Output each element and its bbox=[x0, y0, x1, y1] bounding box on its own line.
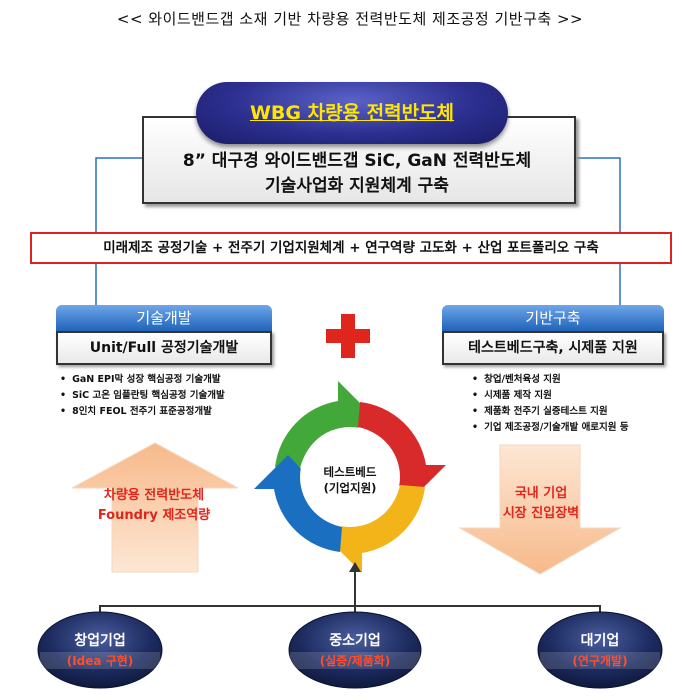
node-sme-name: 중소기업 bbox=[329, 633, 381, 649]
node-large-sub: (연구개발) bbox=[540, 652, 660, 669]
bullet-item: 창업/벤처육성 지원 bbox=[472, 372, 629, 388]
tab-tech-dev: 기술개발 bbox=[56, 305, 272, 331]
bullet-item: SiC 고온 임플란팅 핵심공정 기술개발 bbox=[60, 388, 225, 404]
node-large-name: 대기업 bbox=[580, 633, 620, 649]
up-arrow-line-1: 차량용 전력반도체 bbox=[103, 488, 205, 503]
node-ellipse-3 bbox=[537, 611, 663, 689]
page-title: << 와이드밴드갭 소재 기반 차량용 전력반도체 제조공정 기반구축 >> bbox=[116, 10, 584, 28]
down-arrow-line-1: 국내 기업 bbox=[514, 486, 568, 501]
cycle-icon bbox=[254, 381, 446, 573]
cycle-label-1: 테스트베드 bbox=[323, 465, 377, 479]
node-startup-sub: (Idea 구현) bbox=[40, 652, 160, 669]
node-ellipse-1 bbox=[37, 611, 163, 689]
node-ellipse-2 bbox=[288, 611, 422, 689]
up-arrow-label: 차량용 전력반도체 Foundry 제조역량 bbox=[80, 486, 228, 526]
node-startup-name: 창업기업 bbox=[74, 633, 126, 649]
down-arrow-label: 국내 기업 시장 진입장벽 bbox=[478, 484, 604, 524]
bullet-item: 기업 제조공정/기술개발 애로지원 등 bbox=[472, 420, 629, 436]
down-arrow-line-2: 시장 진입장벽 bbox=[502, 506, 580, 521]
bullet-list-left: GaN EPI막 성장 핵심공정 기술개발 SiC 고온 임플란팅 핵심공정 기… bbox=[60, 372, 225, 420]
subtitle-infra: 테스트베드구축, 시제품 지원 bbox=[442, 331, 664, 365]
down-arrow-icon bbox=[458, 444, 622, 575]
bullet-item: 8인치 FEOL 전주기 표준공정개발 bbox=[60, 404, 225, 420]
up-arrow-icon bbox=[71, 442, 239, 573]
cycle-label-2: (기업지원) bbox=[323, 481, 377, 495]
node-sme-sub: (실증/제품화) bbox=[290, 652, 420, 669]
bullet-item: GaN EPI막 성장 핵심공정 기술개발 bbox=[60, 372, 225, 388]
bullet-item: 시제품 제작 지원 bbox=[472, 388, 629, 404]
tab-infra: 기반구축 bbox=[442, 305, 664, 331]
bullet-item: 제품화 전주기 실증테스트 지원 bbox=[472, 404, 629, 420]
main-line-1: 8” 대구경 와이드밴드갭 SiC, GaN 전력반도체 bbox=[182, 151, 532, 171]
up-arrow-line-2: Foundry 제조역량 bbox=[97, 508, 211, 523]
slogan-box bbox=[30, 232, 672, 264]
bullet-list-right: 창업/벤처육성 지원 시제품 제작 지원 제품화 전주기 실증테스트 지원 기업… bbox=[472, 372, 629, 436]
plus-icon bbox=[326, 314, 370, 358]
subtitle-tech-dev: Unit/Full 공정기술개발 bbox=[56, 331, 272, 365]
wbg-title: WBG 차량용 전력반도체 bbox=[249, 102, 455, 124]
slogan-text: 미래제조 공정기술 + 전주기 기업지원체계 + 연구역량 고도화 + 산업 포… bbox=[103, 240, 599, 256]
main-line-2: 기술사업화 지원체계 구축 bbox=[265, 176, 449, 196]
wbg-pill bbox=[196, 82, 508, 144]
